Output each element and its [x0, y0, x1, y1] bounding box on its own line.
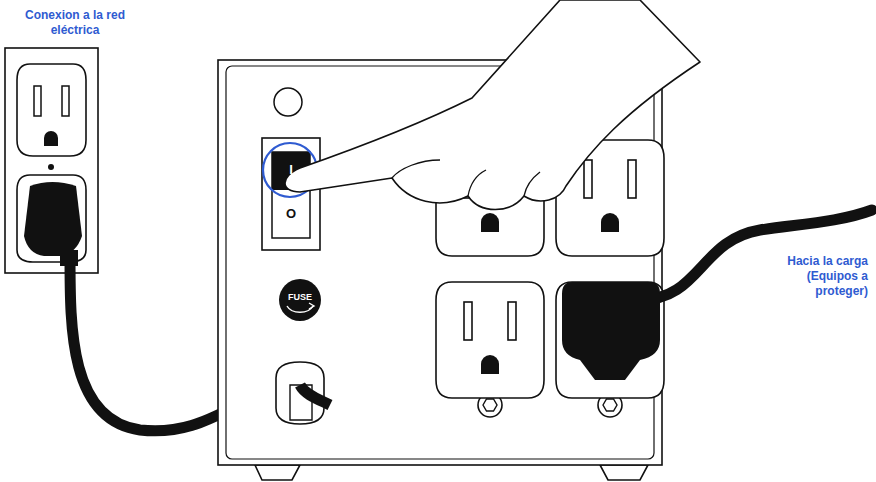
fuse-label: FUSE: [288, 293, 312, 302]
switch-marking: O: [280, 206, 302, 221]
fuse-holder: [279, 279, 321, 321]
power-switch: [262, 138, 320, 250]
indicator-lamp: [274, 88, 302, 116]
hand: [285, 0, 700, 210]
caption-label: Hacia la carga (Equipos a proteger): [760, 254, 868, 299]
switch-marking: I: [280, 162, 302, 177]
caption-label: Conexion a la red eléctrica: [20, 8, 130, 38]
wall-outlet: [5, 48, 98, 273]
cord-entry: [276, 362, 330, 424]
fuse-button: FUSE: [279, 279, 321, 321]
load-plug: [562, 210, 872, 380]
